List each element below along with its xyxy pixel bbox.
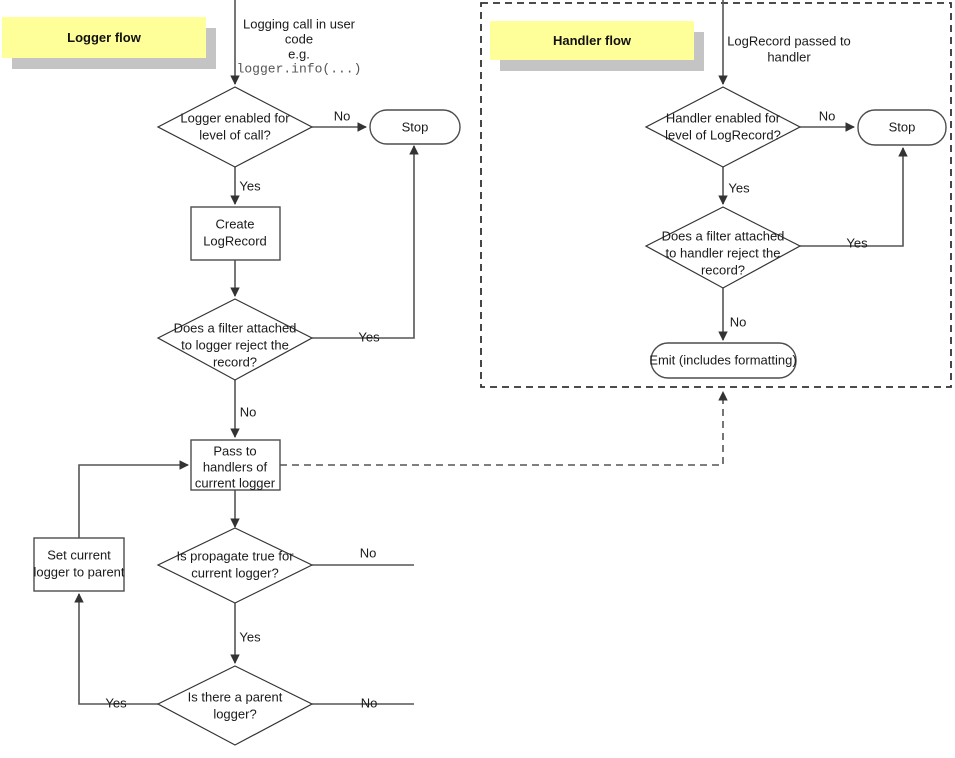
node-handler-filter-line3: record? — [701, 262, 745, 277]
edge-label-parent-logger-yes: Yes — [105, 695, 127, 710]
node-pass-to-handlers[interactable] — [190, 439, 281, 491]
node-parent-logger-line1: Is there a parent — [188, 689, 283, 704]
node-handler-filter[interactable] — [644, 206, 802, 289]
node-propagate-line2: current logger? — [191, 565, 278, 580]
node-pass-to-handlers-line2: handlers of — [203, 459, 268, 474]
logger-entry-line2: code — [285, 31, 313, 46]
edge-label-handler-filter-no: No — [730, 314, 747, 329]
logger-entry-line1: Logging call in user — [243, 16, 356, 31]
node-handler-enabled-line2: level of LogRecord? — [665, 127, 781, 142]
logger-entry-code: logger.info(...) — [237, 61, 362, 76]
logger-flow-banner-label: Logger flow — [67, 30, 141, 45]
node-handler-stop[interactable] — [857, 109, 947, 146]
node-handler-filter-line2: to handler reject the — [666, 245, 781, 260]
node-logger-filter[interactable] — [156, 298, 314, 381]
node-handler-filter-line1: Does a filter attached — [662, 228, 785, 243]
edge-label-parent-logger-no: No — [361, 695, 378, 710]
node-propagate[interactable] — [156, 527, 314, 604]
edge-label-handler-enabled-no: No — [819, 108, 836, 123]
logger-entry-line3: e.g. — [288, 46, 310, 61]
node-logger-enabled[interactable] — [156, 86, 314, 168]
node-logger-filter-line3: record? — [213, 354, 257, 369]
edge-label-logger-filter-no: No — [240, 404, 257, 419]
node-create-logrecord-line1: Create — [215, 216, 254, 231]
node-handler-enabled[interactable] — [644, 86, 802, 168]
node-handler-stop-label: Stop — [889, 119, 916, 134]
edge-pass-to-handler-flow — [280, 391, 728, 466]
edge-logger-filter-yes — [312, 145, 419, 339]
node-logger-enabled-line2: level of call? — [199, 127, 271, 142]
edge-parent-logger-yes — [74, 593, 158, 705]
node-logger-filter-line1: Does a filter attached — [174, 320, 297, 335]
node-emit[interactable] — [650, 342, 797, 379]
node-pass-to-handlers-line3: current logger — [195, 475, 276, 490]
node-parent-logger[interactable] — [156, 665, 314, 746]
handler-entry-line1: LogRecord passed to — [727, 33, 851, 48]
node-set-parent-line1: Set current — [47, 547, 111, 562]
node-logger-filter-line2: to logger reject the — [181, 337, 289, 352]
handler-flow-banner: Handler flow — [490, 21, 694, 60]
edge-label-logger-filter-yes: Yes — [358, 329, 380, 344]
edge-label-logger-enabled-yes: Yes — [239, 178, 261, 193]
node-logger-stop[interactable] — [369, 109, 461, 145]
node-handler-enabled-line1: Handler enabled for — [666, 110, 781, 125]
edge-label-propagate-no: No — [360, 545, 377, 560]
handler-flow-banner-label: Handler flow — [552, 33, 631, 48]
edge-label-propagate-yes: Yes — [239, 629, 261, 644]
node-propagate-line1: Is propagate true for — [176, 548, 294, 563]
edge-handler-filter-yes — [800, 147, 908, 247]
edge-label-handler-filter-yes: Yes — [846, 235, 868, 250]
node-set-parent-line2: logger to parent — [33, 564, 124, 579]
node-create-logrecord[interactable] — [190, 206, 281, 261]
node-parent-logger-line2: logger? — [213, 706, 256, 721]
edge-label-logger-enabled-no: No — [334, 108, 351, 123]
logger-flow-banner: Logger flow — [2, 17, 206, 58]
node-emit-label: Emit (includes formatting) — [649, 352, 796, 367]
node-pass-to-handlers-line1: Pass to — [213, 443, 256, 458]
edge-label-handler-enabled-yes: Yes — [728, 180, 750, 195]
handler-flow-group-border — [480, 2, 952, 388]
node-set-current-logger-to-parent[interactable] — [33, 537, 125, 592]
edge-set-parent-to-pass — [78, 460, 189, 538]
node-logger-stop-label: Stop — [402, 119, 429, 134]
node-logger-enabled-line1: Logger enabled for — [180, 110, 290, 125]
handler-entry-line2: handler — [767, 49, 811, 64]
node-create-logrecord-line2: LogRecord — [203, 233, 267, 248]
